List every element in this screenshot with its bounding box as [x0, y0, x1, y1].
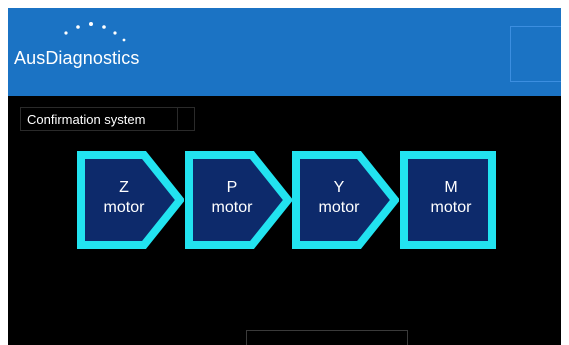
y-motor-button[interactable]: Y motor	[291, 150, 399, 250]
brand-logo-text: AusDiagnostics	[14, 48, 140, 68]
confirmation-system-tab[interactable]: Confirmation system	[20, 107, 195, 131]
z-motor-letter: Z	[119, 179, 129, 196]
bottom-panel-box[interactable]	[246, 330, 408, 345]
app-screen: AusDiagnostics Confirmation system Z mot…	[8, 8, 561, 345]
confirmation-system-label: Confirmation system	[27, 112, 146, 127]
p-motor-label: P motor	[192, 178, 272, 218]
header-right-box[interactable]	[510, 26, 561, 82]
square-icon	[400, 151, 496, 249]
z-motor-word: motor	[103, 199, 145, 216]
pentagon-arrow-icon	[292, 151, 399, 249]
header-bar: AusDiagnostics	[8, 8, 561, 96]
p-motor-letter: P	[226, 179, 238, 196]
p-motor-button[interactable]: P motor	[184, 150, 292, 250]
m-motor-button[interactable]: M motor	[399, 150, 507, 250]
m-motor-word: motor	[430, 199, 472, 216]
tab-divider	[177, 108, 178, 130]
y-motor-letter: Y	[333, 179, 345, 196]
z-motor-label: Z motor	[84, 178, 164, 218]
y-motor-word: motor	[318, 199, 360, 216]
pentagon-arrow-icon	[185, 151, 292, 249]
m-motor-label: M motor	[407, 178, 495, 218]
z-motor-button[interactable]: Z motor	[76, 150, 184, 250]
pentagon-arrow-icon	[77, 151, 184, 249]
logo-dots-icon	[64, 22, 126, 42]
p-motor-word: motor	[211, 199, 253, 216]
m-motor-letter: M	[444, 179, 458, 196]
y-motor-label: Y motor	[299, 178, 379, 218]
